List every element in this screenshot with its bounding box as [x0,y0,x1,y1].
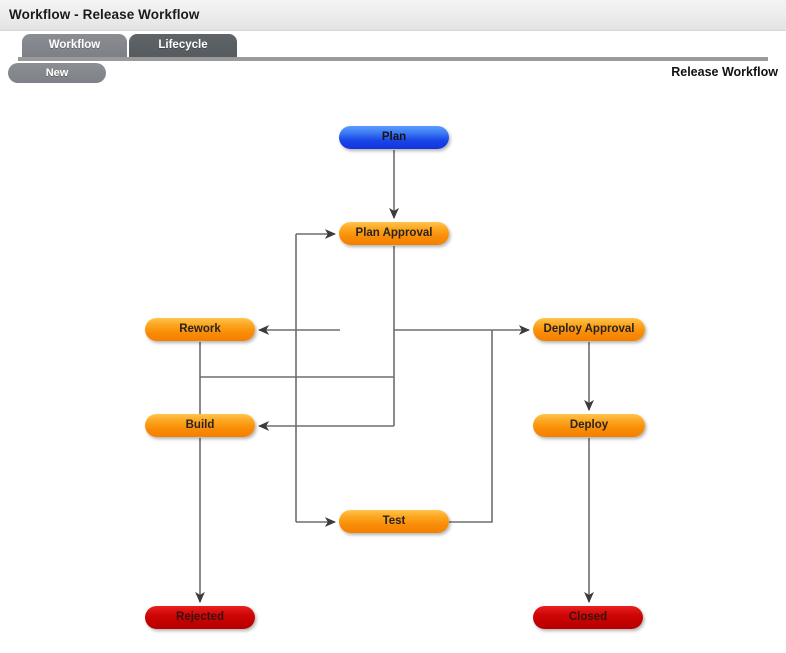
page-title: Release Workflow [671,65,778,79]
new-button[interactable]: New [8,63,106,83]
connector-test-to-deploy-approval [449,330,493,523]
toolbar: New Release Workflow [0,61,786,86]
workflow-diagram-canvas[interactable]: Plan Plan Approval Rework Deploy Approva… [0,88,786,653]
workflow-node-plan-approval[interactable]: Plan Approval [339,222,449,245]
tab-lifecycle[interactable]: Lifecycle [129,34,237,57]
tab-strip: Workflow Lifecycle [0,32,786,61]
connector-plan-approval-to-deploy-approval [393,246,531,335]
tab-strip-divider [18,57,768,61]
workflow-node-build[interactable]: Build [145,414,255,437]
workflow-node-deploy-approval[interactable]: Deploy Approval [533,318,645,341]
workflow-node-rework[interactable]: Rework [145,318,255,341]
workflow-node-rejected[interactable]: Rejected [145,606,255,629]
window-titlebar: Workflow - Release Workflow [0,0,786,31]
window-title: Workflow - Release Workflow [9,7,200,22]
tab-workflow[interactable]: Workflow [22,34,127,57]
workflow-node-deploy[interactable]: Deploy [533,414,645,437]
workflow-node-test[interactable]: Test [339,510,449,533]
workflow-node-plan[interactable]: Plan [339,126,449,149]
connector-layer [195,150,594,604]
workflow-node-closed[interactable]: Closed [533,606,643,629]
